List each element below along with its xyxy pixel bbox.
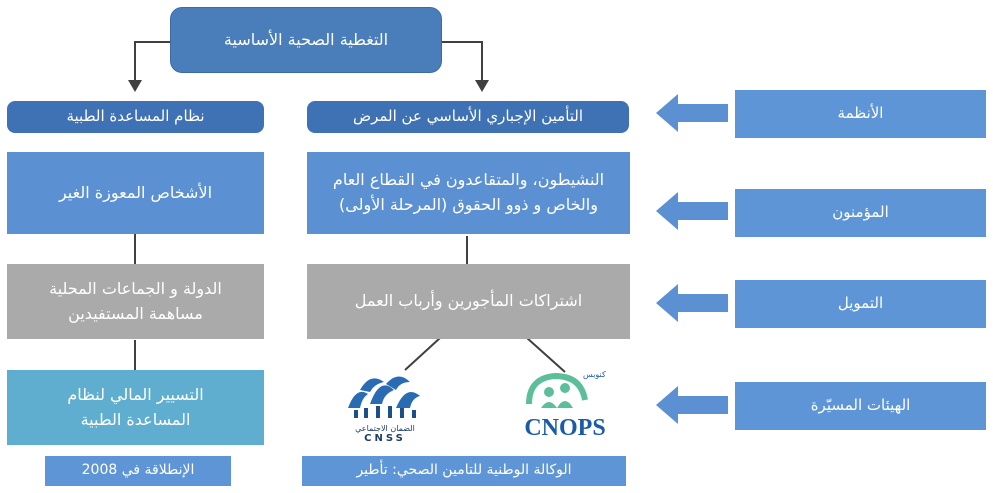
cnss-logo-arabic: الضمان الاجتماعي <box>355 424 415 433</box>
bottom-label-anam-text: الوكالة الوطنية للتامين الصحي: تأطير <box>356 462 572 479</box>
arrowhead-left <box>128 80 142 92</box>
arrowhead-right <box>475 80 489 92</box>
cnss-logo-graphic <box>348 376 420 418</box>
insured-amo-line1: النشيطون، والمتقاعدون في القطاع العام <box>332 170 605 190</box>
management-ramed-line2: المساعدة الطبية <box>80 409 191 429</box>
funding-ramed-line1: الدولة و الجماعات المحلية <box>49 278 222 298</box>
side-label-funding-text: التمويل <box>837 294 884 313</box>
insured-ramed-label: الأشخاص المعوزة الغير <box>58 182 213 202</box>
side-label-management-text: الهيئات المسيّرة <box>810 396 911 415</box>
system-box-amo: التأمين الإجباري الأساسي عن المرض <box>307 101 629 133</box>
connector-to-cnss <box>404 337 441 371</box>
side-label-management: الهيئات المسيّرة <box>735 382 986 430</box>
funding-box-ramed: الدولة و الجماعات المحلية مساهمة المستفي… <box>7 264 264 339</box>
side-label-insured: المؤمنون <box>735 189 986 237</box>
cnss-logo-abbr: CNSS <box>364 433 406 444</box>
root-label: التغطية الصحية الأساسية <box>223 29 389 49</box>
funding-box-amo: اشتراكات المأجورين وأرباب العمل <box>307 264 630 339</box>
system-label-ramed: نظام المساعدة الطبية <box>66 107 205 126</box>
connector-root-left <box>134 41 172 86</box>
left-arrow-icon <box>656 94 728 132</box>
funding-ramed-line2: مساهمة المستفيدين <box>68 303 203 323</box>
bottom-label-launch-text: الإنطلاقة في 2008 <box>81 462 195 479</box>
management-ramed-line1: التسيير المالي لنظام <box>67 384 204 404</box>
cnops-logo-abbr: CNOPS <box>524 415 606 441</box>
system-label-amo: التأمين الإجباري الأساسي عن المرض <box>352 107 584 126</box>
cnops-logo-small-text: كنوبس <box>583 370 606 379</box>
cnss-logo-icon: الضمان الاجتماعي CNSS <box>340 368 430 448</box>
connector-to-cnops <box>526 337 566 373</box>
side-label-funding: التمويل <box>735 280 986 328</box>
insured-box-ramed: الأشخاص المعوزة الغير <box>7 152 264 234</box>
left-arrow-icon <box>656 192 728 230</box>
insured-amo-line2: والخاص و ذوو الحقوق (المرحلة الأولى) <box>339 195 598 214</box>
bottom-label-anam: الوكالة الوطنية للتامين الصحي: تأطير <box>302 456 626 486</box>
left-arrow-icon <box>656 386 728 424</box>
side-label-systems-text: الأنظمة <box>837 104 884 123</box>
cnops-logo-icon: كنوبس CNOPS <box>515 366 615 446</box>
cnops-logo-graphic <box>526 372 588 408</box>
insured-box-amo: النشيطون، والمتقاعدون في القطاع العام وا… <box>307 152 630 234</box>
funding-amo-label: اشتراكات المأجورين وأرباب العمل <box>354 291 583 311</box>
root-box: التغطية الصحية الأساسية <box>170 7 442 73</box>
system-box-ramed: نظام المساعدة الطبية <box>7 101 264 133</box>
side-label-insured-text: المؤمنون <box>832 203 889 222</box>
side-label-systems: الأنظمة <box>735 90 986 138</box>
connector-root-right <box>440 41 483 86</box>
left-arrow-icon <box>656 284 728 322</box>
management-box-ramed: التسيير المالي لنظام المساعدة الطبية <box>7 370 264 445</box>
bottom-label-launch: الإنطلاقة في 2008 <box>45 456 231 486</box>
